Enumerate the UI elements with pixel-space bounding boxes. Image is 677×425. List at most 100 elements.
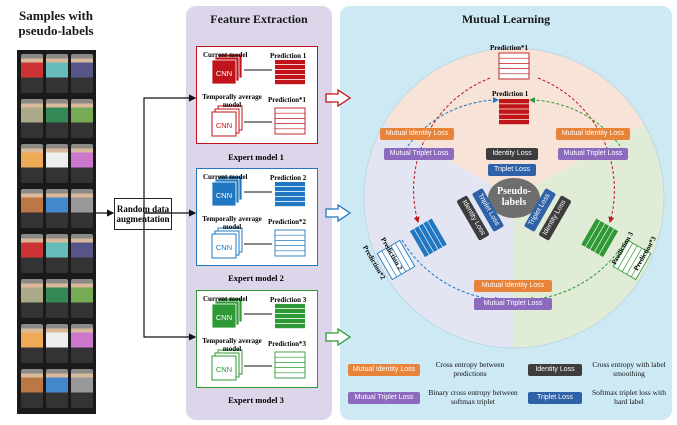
prediction-bar — [275, 187, 305, 192]
ml-prediction-3-block — [581, 218, 619, 258]
mutual-triplet-loss-top-left: Mutual Triplet Loss — [384, 148, 454, 160]
sample-thumbnail — [46, 234, 68, 273]
ml-prediction-star-1-block — [498, 52, 530, 80]
arrow-red-icon — [325, 88, 352, 108]
prediction-bar — [275, 324, 305, 329]
sample-thumbnail — [71, 99, 93, 138]
sample-thumbnail — [21, 54, 43, 93]
prediction-bar — [275, 192, 305, 197]
cnn-current-block — [211, 181, 237, 207]
prediction-bar — [275, 319, 305, 324]
sample-thumbnail — [46, 369, 68, 408]
cnn-current-label: CNN — [216, 313, 232, 322]
sample-thumbnail — [71, 234, 93, 273]
legend-mutual-triplet-desc: Binary cross entropy between softmax tri… — [428, 388, 518, 406]
sample-thumbnail — [71, 54, 93, 93]
sample-thumbnail — [71, 279, 93, 318]
sample-thumbnail — [71, 369, 93, 408]
mutual-identity-loss-top-left: Mutual Identity Loss — [380, 128, 454, 140]
current-model-label-2: Current model — [203, 173, 248, 181]
prediction-bar — [275, 60, 305, 65]
mutual-identity-loss-top-right: Mutual Identity Loss — [556, 128, 630, 140]
sample-image-grid — [17, 50, 96, 414]
prediction-bar — [275, 304, 305, 309]
cnn-temporal-label: CNN — [216, 365, 232, 374]
prediction-bar — [275, 182, 305, 187]
sample-thumbnail — [46, 54, 68, 93]
prediction-star-1-label: Prediction*1 — [268, 96, 306, 104]
sample-thumbnail — [46, 99, 68, 138]
sample-thumbnail — [21, 324, 43, 363]
temporal-model-label-1: Temporally average model — [202, 93, 262, 109]
prediction-1-label: Prediction 1 — [270, 52, 307, 60]
cnn-temporal-block — [211, 111, 237, 137]
prediction-bar — [275, 65, 305, 70]
legend-mutual-triplet-pill: Mutual Triplet Loss — [348, 392, 420, 404]
cnn-temporal-block — [211, 355, 237, 381]
ml-prediction-star-1: Prediction*1 — [490, 44, 528, 52]
sample-thumbnail — [46, 189, 68, 228]
legend-triplet-desc: Softmax triplet loss with hard label — [592, 388, 666, 406]
cnn-temporal-block — [211, 233, 237, 259]
sample-thumbnail — [21, 279, 43, 318]
temporal-model-label-3: Temporally average model — [202, 337, 262, 353]
samples-title: Samples with pseudo-labels — [18, 8, 94, 38]
cnn-current-block — [211, 59, 237, 85]
prediction-bar — [275, 197, 305, 202]
random-augmentation-box: Random data augmentation — [114, 198, 172, 230]
prediction-bar — [275, 70, 305, 75]
cnn-temporal-label: CNN — [216, 243, 232, 252]
mutual-identity-loss-bottom: Mutual Identity Loss — [474, 280, 552, 292]
arrow-green-icon — [325, 327, 352, 347]
prediction-bar — [275, 75, 305, 80]
sample-thumbnail — [46, 144, 68, 183]
prediction-2-label: Prediction 2 — [270, 174, 307, 182]
prediction-bar — [275, 80, 305, 85]
prediction-star-2-label: Prediction*2 — [268, 218, 306, 226]
expert-model-3-label: Expert model 3 — [228, 395, 284, 405]
expert-model-1-label: Expert model 1 — [228, 152, 284, 162]
feature-extraction-title: Feature Extraction — [210, 12, 308, 26]
mutual-triplet-loss-bottom: Mutual Triplet Loss — [474, 298, 552, 310]
expert-model-2-label: Expert model 2 — [228, 273, 284, 283]
triplet-loss-top: Triplet Loss — [488, 164, 536, 176]
sample-thumbnail — [21, 99, 43, 138]
legend-identity-pill: Identity Loss — [528, 364, 582, 376]
cnn-current-block — [211, 303, 237, 329]
pseudo-labels-text: Pseudo-labels — [497, 186, 531, 208]
sample-thumbnail — [46, 279, 68, 318]
cnn-current-label: CNN — [216, 69, 232, 78]
sample-thumbnail — [71, 324, 93, 363]
ml-prediction-2-block — [409, 218, 447, 258]
sample-thumbnail — [21, 144, 43, 183]
ml-prediction-star-2-block — [376, 239, 416, 281]
legend-triplet-pill: Triplet Loss — [528, 392, 582, 404]
temporal-model-label-2: Temporally average model — [202, 215, 262, 231]
current-model-label-3: Current model — [203, 295, 248, 303]
ml-prediction-1-block — [499, 99, 529, 125]
sample-thumbnail — [21, 234, 43, 273]
sample-thumbnail — [46, 324, 68, 363]
pseudo-labels-node — [488, 178, 540, 218]
prediction-star-box — [274, 229, 306, 257]
identity-loss-top: Identity Loss — [486, 148, 538, 160]
legend-mutual-identity-pill: Mutual Identity Loss — [348, 364, 420, 376]
prediction-star-3-label: Prediction*3 — [268, 340, 306, 348]
prediction-star-box — [274, 107, 306, 135]
sample-thumbnail — [21, 369, 43, 408]
current-model-label-1: Current model — [203, 51, 248, 59]
legend-mutual-identity-desc: Cross entropy between predictions — [435, 360, 505, 378]
prediction-3-label: Prediction 3 — [270, 296, 307, 304]
cnn-temporal-label: CNN — [216, 121, 232, 130]
sample-thumbnail — [71, 189, 93, 228]
arrow-blue-icon — [325, 203, 352, 223]
prediction-bar — [275, 314, 305, 319]
prediction-star-box — [274, 351, 306, 379]
mutual-learning-title: Mutual Learning — [461, 12, 551, 26]
mutual-triplet-loss-top-right: Mutual Triplet Loss — [558, 148, 628, 160]
prediction-bar — [275, 309, 305, 314]
legend-identity-desc: Cross entropy with label smoothing — [592, 360, 666, 378]
